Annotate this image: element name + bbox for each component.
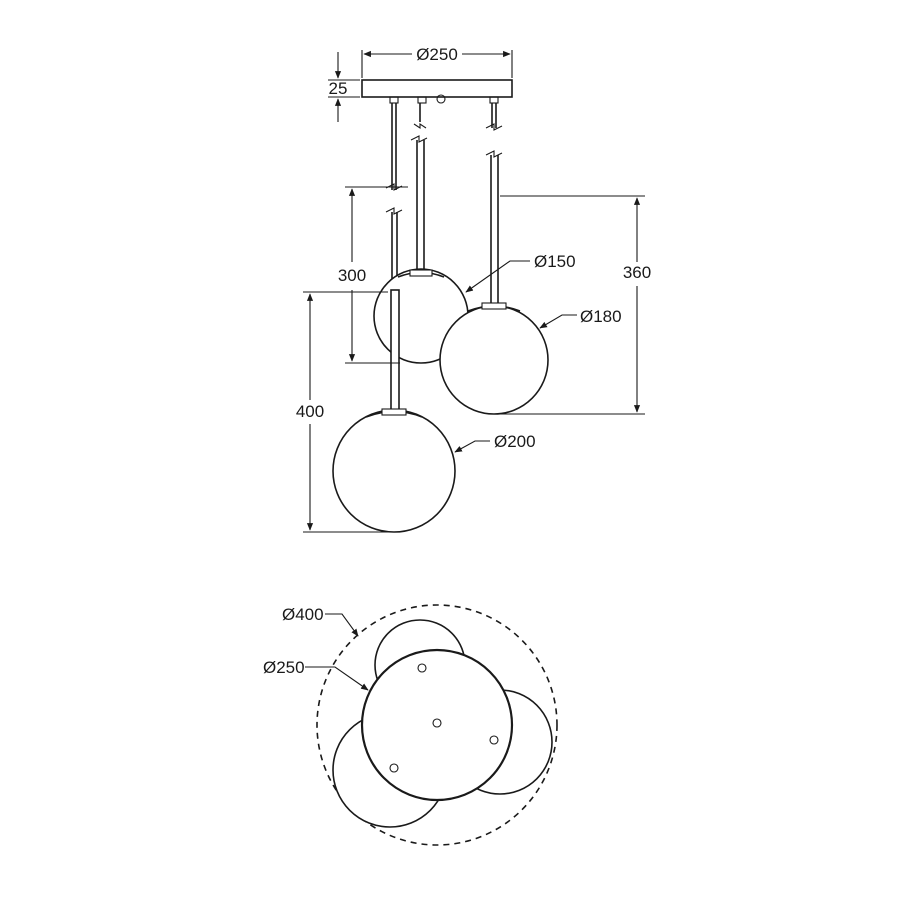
canopy-diameter-label: Ø250: [416, 45, 458, 64]
globe-large-diameter-leader: Ø200: [454, 432, 536, 453]
drop-small-label: 300: [338, 266, 366, 285]
canopy-plate: [361, 79, 513, 104]
drop-large-label: 400: [296, 402, 324, 421]
globe-small-diameter-leader: Ø150: [465, 252, 576, 293]
outer-boundary-circle: [316, 604, 558, 846]
drop-large-dimension: 400: [296, 291, 394, 533]
globe-medium-diameter-leader: Ø180: [539, 307, 622, 329]
canopy-height-label: 25: [329, 79, 348, 98]
outer-diameter-label: Ø400: [282, 605, 324, 624]
globe-large: [332, 289, 456, 533]
globe-medium-diameter-label: Ø180: [580, 307, 622, 326]
outer-diameter-leader: Ø400: [282, 605, 359, 637]
drop-medium-label: 360: [623, 263, 651, 282]
globe-medium: [439, 302, 549, 415]
top-canopy-diameter-leader: Ø250: [263, 658, 369, 691]
side-view: Ø250 25: [296, 45, 651, 533]
canopy-height-dimension: 25: [328, 52, 360, 122]
canopy-diameter-dimension: Ø250: [361, 45, 513, 78]
top-view: Ø400 Ø250: [263, 604, 558, 846]
mount-hole: [417, 663, 427, 673]
mount-hole: [389, 763, 399, 773]
globe-small-diameter-label: Ø150: [534, 252, 576, 271]
mount-hole: [432, 718, 442, 728]
drop-small-dimension: 300: [338, 186, 408, 364]
drop-medium-dimension: 360: [500, 195, 651, 415]
globe-large-diameter-label: Ø200: [494, 432, 536, 451]
top-canopy-diameter-label: Ø250: [263, 658, 305, 677]
mount-hole: [489, 735, 499, 745]
